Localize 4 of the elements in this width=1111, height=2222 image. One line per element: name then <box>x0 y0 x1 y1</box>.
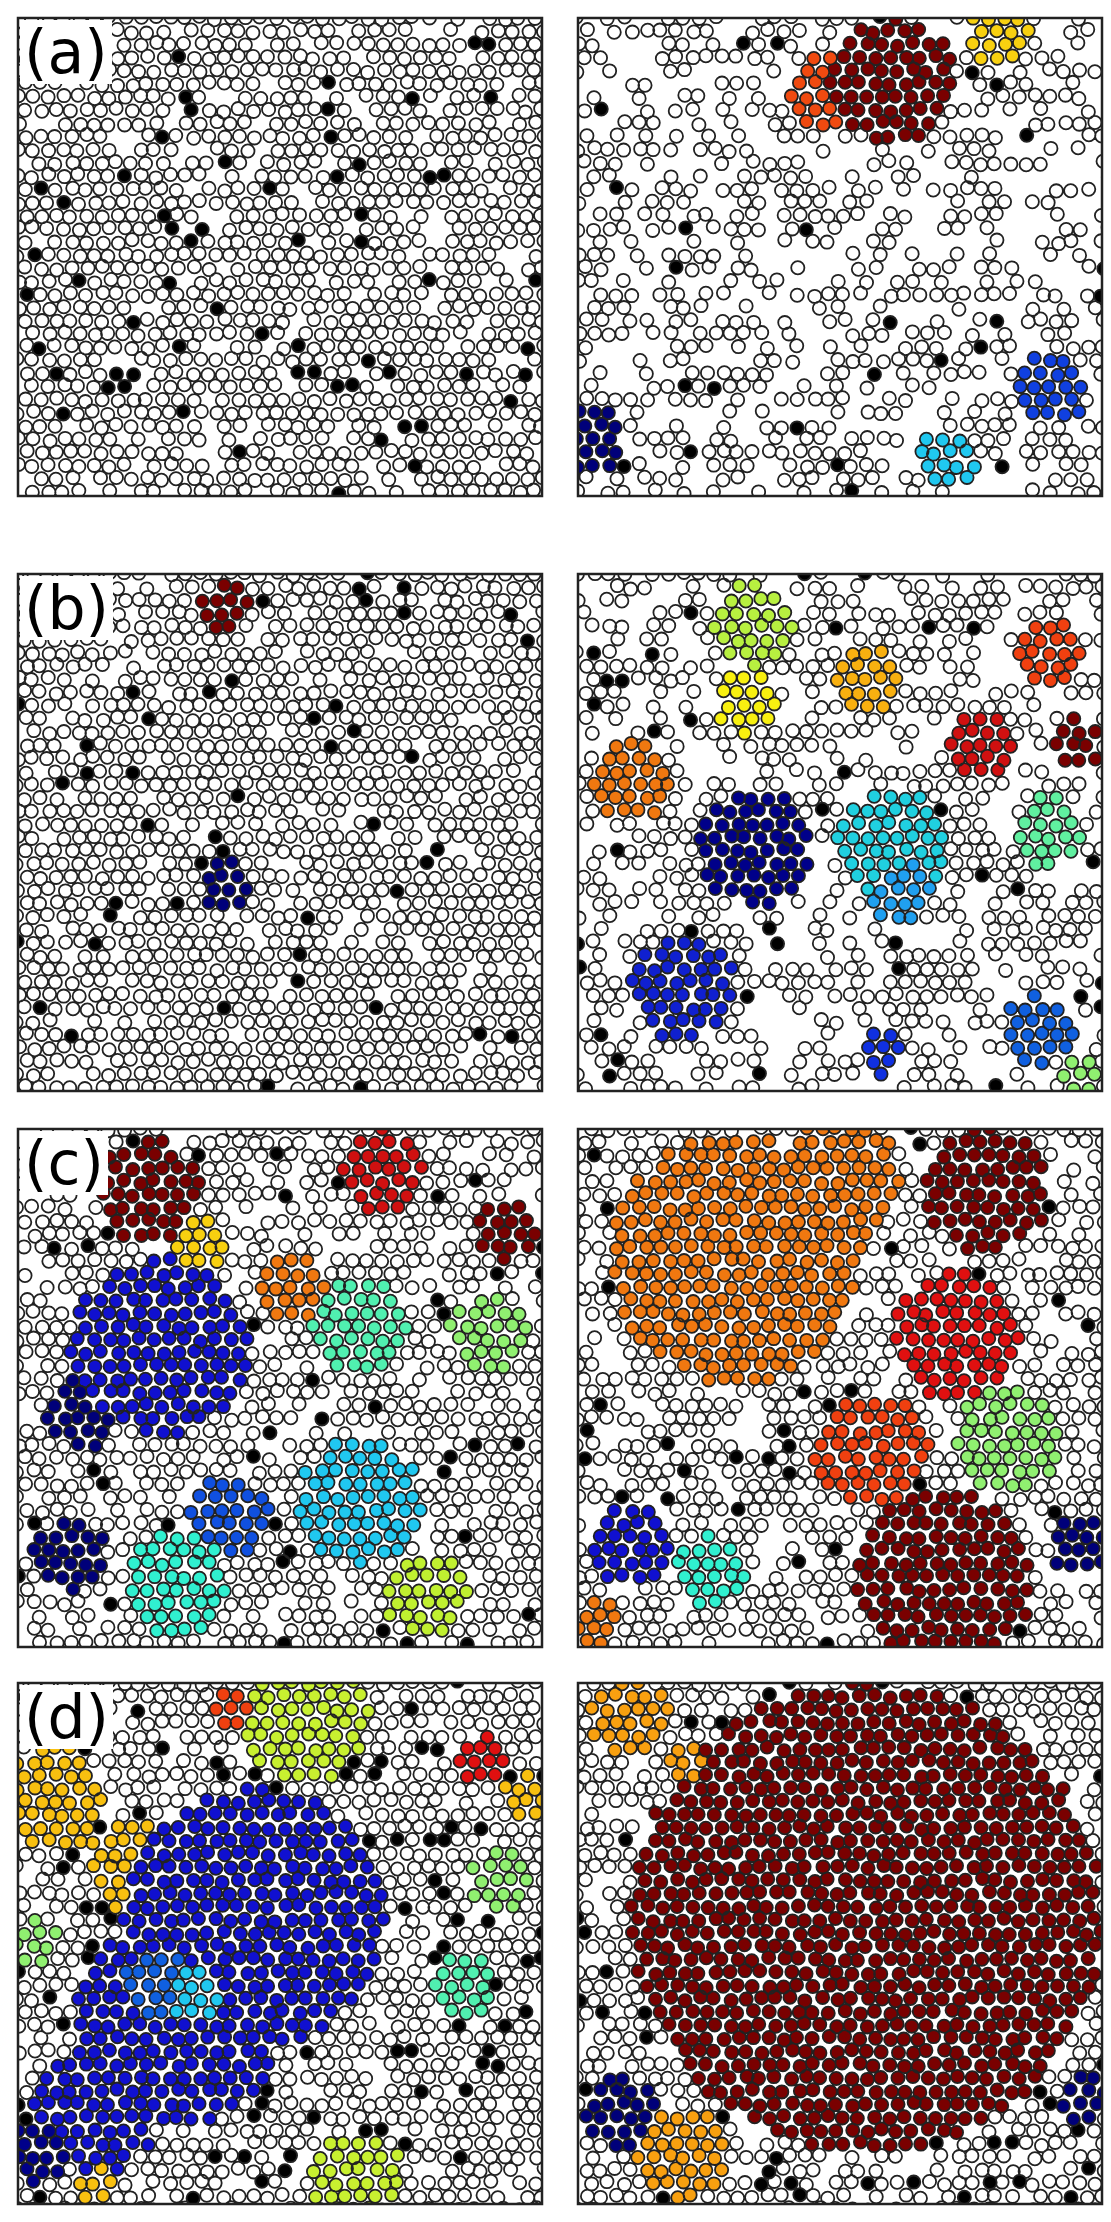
panel-label: (c) <box>20 1131 108 1195</box>
panel-label: (a) <box>20 20 112 84</box>
panel-label: (d) <box>20 1685 113 1749</box>
panel-label: (b) <box>20 576 113 640</box>
